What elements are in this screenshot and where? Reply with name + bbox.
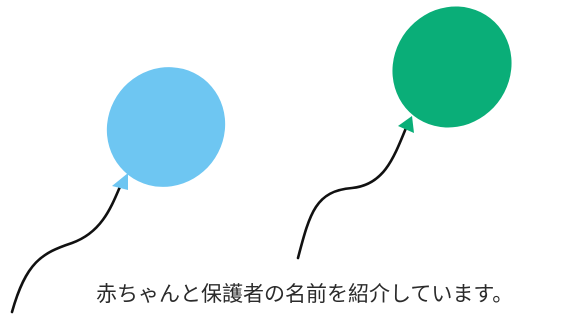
green-balloon-body bbox=[392, 6, 512, 128]
blue-balloon-string bbox=[10, 180, 124, 314]
caption-text: 赤ちゃんと保護者の名前を紹介しています。 bbox=[96, 282, 514, 306]
blue-balloon bbox=[10, 67, 226, 314]
green-balloon-knot bbox=[398, 116, 414, 133]
blue-balloon-knot bbox=[112, 173, 128, 190]
green-balloon-string bbox=[296, 126, 408, 260]
blue-balloon-body bbox=[106, 67, 226, 187]
green-balloon bbox=[296, 6, 512, 260]
